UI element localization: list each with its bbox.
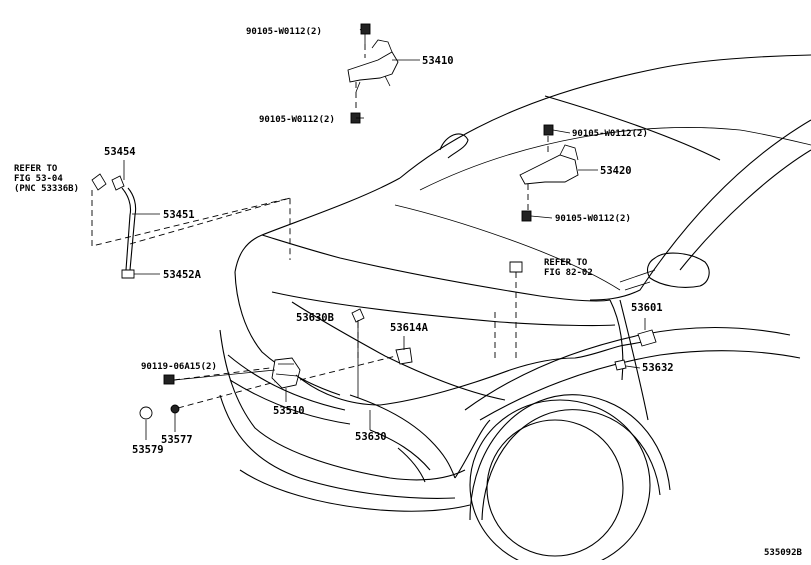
cushion-53579 [139,406,153,420]
leader-lines [123,28,646,440]
dash-rod-box [91,190,291,260]
label-90105-w0112-b: 90105-W0112(2) [259,115,335,125]
rod-holder-53454 [111,175,125,191]
hood-front-edge [234,271,341,396]
hood-surface-top [261,234,611,302]
grille-upper [227,354,346,411]
fender-front [454,419,491,479]
tire-inner [486,419,624,557]
label-53420: 53420 [600,165,632,177]
dash-latch [173,367,276,409]
cable-lever-53601 [637,329,657,347]
hood-rear [609,299,624,381]
dash-rod-link [129,197,291,245]
vehicle-outline [219,54,811,565]
a-pillar [589,119,811,301]
bolt-90105-lower-rh [521,210,532,222]
label-53454: 53454 [104,146,136,158]
part-53410-hood-hinge-lh [347,23,399,124]
label-53630b: 53630B [296,312,334,324]
refer-left-line3: (PNC 53336B) [14,184,79,194]
label-53451: 53451 [163,209,195,221]
cable-clamp-53632 [614,359,627,371]
label-53632: 53632 [642,362,674,374]
side-mirror [646,252,710,288]
bumper-chin [239,469,471,512]
part-53420-hood-hinge-rh [519,124,579,222]
label-53452a: 53452A [163,269,202,281]
refer-right-line2: FIG 82-02 [544,268,593,278]
wiper-arm [439,133,469,159]
lock-body [271,357,301,389]
refer-right-line1: REFER TO [544,258,588,268]
wheel-arch-outer [469,394,671,521]
hinge-53410-body [347,51,399,83]
callout-labels: 90105-W0112(2) 53410 90105-W0112(2) 5345… [14,27,803,558]
dash-53420-chain [527,136,549,210]
label-53577: 53577 [161,434,193,446]
hood-edge-left [234,177,401,273]
dash-53614a [299,355,397,381]
roof-line [544,95,721,161]
headlight-upper [349,394,456,479]
windshield-inner-line [419,127,811,191]
windshield-top-edge [399,54,811,179]
support-rod [121,187,132,271]
bolt-90105-upper-rh [543,124,554,136]
bolt-90119 [163,374,175,385]
release-cable [295,339,651,406]
fender-mid [479,350,801,421]
part-53510-hood-lock [139,357,301,420]
part-53630-release-cable [295,261,657,406]
hood-crease [271,291,616,327]
refer-left-line1: REFER TO [14,164,58,174]
wheel-arch-inner [481,409,661,521]
dash-53410-chain [355,44,366,112]
tire-outer [469,399,651,565]
a-pillar-inner [679,149,811,271]
label-53630: 53630 [355,431,387,443]
label-53410: 53410 [422,55,454,67]
dash-refer-82 [494,272,517,360]
fog-lamp [397,447,426,483]
label-90105-w0112-a: 90105-W0112(2) [246,27,322,37]
clip-53614a [395,347,413,365]
label-53601: 53601 [631,302,663,314]
hinge-53420-body [519,154,579,185]
label-90105-w0112-c: 90105-W0112(2) [572,129,648,139]
label-90119-06a15: 90119-06A15(2) [141,362,217,372]
headlight-lower [369,429,431,471]
windshield-base-line [394,204,621,291]
bumper-lower [219,394,456,499]
label-90105-w0112-d: 90105-W0112(2) [555,214,631,224]
part-53451-hood-support-rod [91,173,137,279]
label-53579: 53579 [132,444,164,456]
grille-slat [229,379,351,425]
door-front-edge [619,299,649,421]
reference-dash-lines [91,44,549,409]
bumper-upper [219,329,466,481]
grommet-fig-82-02 [509,261,523,273]
label-53510: 53510 [273,405,305,417]
clip-53577 [170,404,180,414]
mirror-mount [619,269,656,291]
clip-53630b [351,308,365,323]
bolt-90105-upper [360,23,371,35]
refer-left-line2: FIG 53-04 [14,174,63,184]
rod-grommet-53452a [121,269,135,279]
hood-crease-inner [291,301,506,401]
figure-code: 535092B [764,548,803,558]
label-53614a: 53614A [390,322,429,334]
